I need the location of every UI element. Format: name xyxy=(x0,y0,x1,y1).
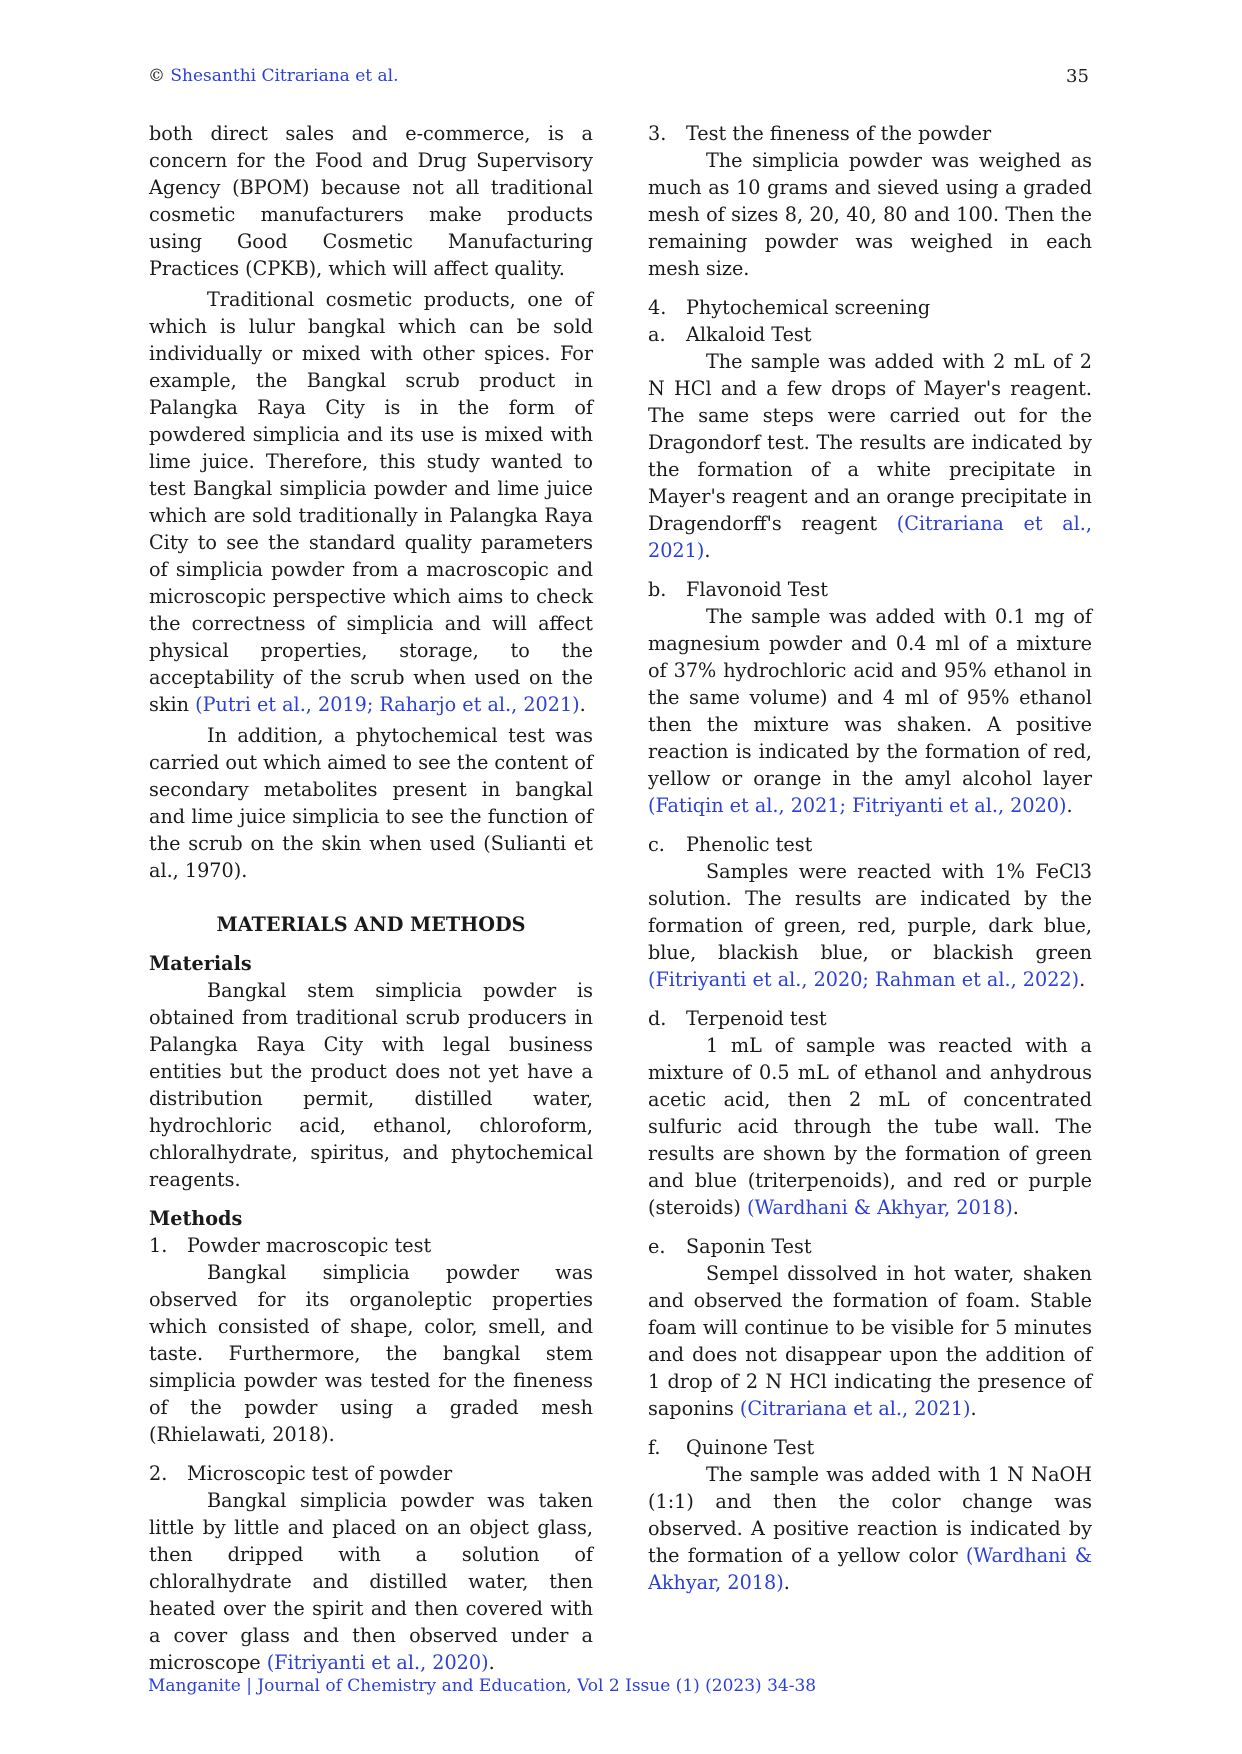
author-link[interactable]: Shesanthi Citrariana et al. xyxy=(170,66,399,86)
paragraph-quinone: The sample was added with 1 N NaOH (1:1)… xyxy=(648,1463,1092,1594)
paragraph-alkaloid: The sample was added with 2 mL of 2 N HC… xyxy=(648,350,1092,562)
test-e-title: e.Saponin Test xyxy=(648,1235,812,1258)
paragraph-phytochemical: In addition, a phytochemical test was ca… xyxy=(149,724,593,882)
paragraph-flavonoid: The sample was added with 0.1 mg of magn… xyxy=(648,605,1092,817)
citation-link[interactable]: (Wardhani & Akhyar, 2018) xyxy=(746,1196,1013,1219)
test-a-title: a.Alkaloid Test xyxy=(648,323,812,346)
citation-link[interactable]: (Fatiqin et al., 2021; Fitriyanti et al.… xyxy=(648,794,1067,817)
paragraph-continued: both direct sales and e-commerce, is a c… xyxy=(149,122,593,280)
citation-link[interactable]: (Fitriyanti et al., 2020; Rahman et al.,… xyxy=(648,968,1080,991)
citation-link[interactable]: (Fitriyanti et al., 2020) xyxy=(266,1651,489,1674)
method-1-title: 1.Powder macroscopic test xyxy=(149,1234,432,1257)
test-d-title: d.Terpenoid test xyxy=(648,1007,827,1030)
citation-link[interactable]: (Citrariana et al., 2021) xyxy=(739,1397,971,1420)
page-number: 35 xyxy=(1066,66,1089,87)
method-2-title: 2.Microscopic test of powder xyxy=(149,1462,453,1485)
paragraph-method-3: The simplicia powder was weighed as much… xyxy=(648,149,1092,280)
paragraph-method-2: Bangkal simplicia powder was taken littl… xyxy=(149,1489,593,1674)
paragraph-phenolic: Samples were reacted with 1% FeCl3 solut… xyxy=(648,860,1092,991)
left-column: both direct sales and e-commerce, is a c… xyxy=(149,120,593,1676)
running-header: © Shesanthi Citrariana et al. xyxy=(148,66,399,86)
method-4-title: 4.Phytochemical screening xyxy=(648,296,931,319)
subheading-methods: Methods xyxy=(149,1207,243,1230)
citation-link[interactable]: (Citrariana et al., 2021) xyxy=(648,512,1092,562)
paragraph-traditional-cosmetics: Traditional cosmetic products, one of wh… xyxy=(149,288,593,716)
paragraph-materials: Bangkal stem simplicia powder is obtaine… xyxy=(149,979,593,1191)
paragraph-method-1: Bangkal simplicia powder was observed fo… xyxy=(149,1261,593,1446)
section-heading-materials-methods: MATERIALS AND METHODS xyxy=(216,913,526,936)
paragraph-saponin: Sempel dissolved in hot water, shaken an… xyxy=(648,1262,1092,1420)
citation-link[interactable]: (Wardhani & Akhyar, 2018) xyxy=(648,1544,1092,1594)
copyright-symbol: © xyxy=(148,66,165,86)
test-c-title: c.Phenolic test xyxy=(648,833,813,856)
test-b-title: b.Flavonoid Test xyxy=(648,578,828,601)
citation-link[interactable]: (Putri et al., 2019; Raharjo et al., 202… xyxy=(195,693,580,716)
subheading-materials: Materials xyxy=(149,952,252,975)
method-3-title: 3.Test the fineness of the powder xyxy=(648,122,992,145)
test-f-title: f.Quinone Test xyxy=(648,1436,815,1459)
journal-footer: Manganite | Journal of Chemistry and Edu… xyxy=(148,1676,817,1696)
right-column: 3.Test the fineness of the powder The si… xyxy=(648,120,1092,1596)
paragraph-terpenoid: 1 mL of sample was reacted with a mixtur… xyxy=(648,1034,1092,1219)
